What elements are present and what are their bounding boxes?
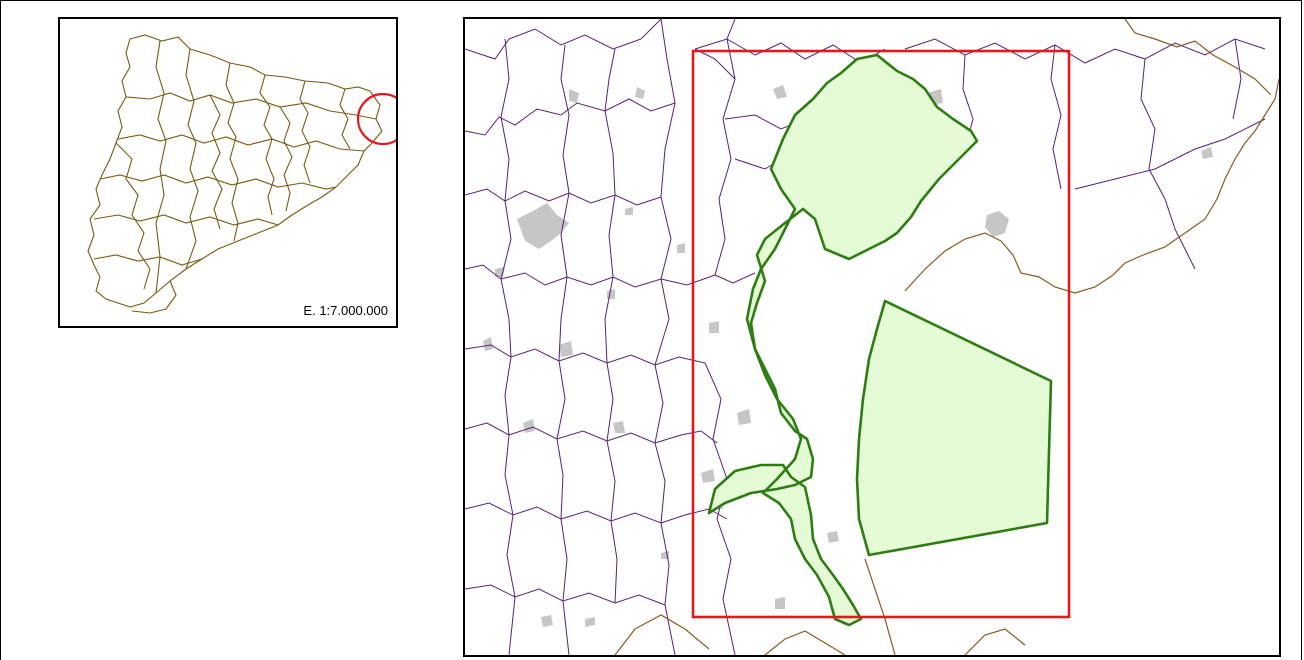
municipal-boundary [465, 19, 662, 60]
municipal-boundary [680, 430, 718, 444]
urban-area [701, 469, 715, 483]
urban-area [585, 617, 595, 627]
coastline-line [764, 630, 846, 655]
coastline-line [1124, 19, 1272, 96]
municipal-boundary [465, 188, 662, 206]
coastline-line [614, 614, 710, 655]
municipal-boundary [714, 272, 756, 284]
inset-locator-map: E. 1:7.000.000 [58, 17, 398, 328]
scale-label: E. 1:7.000.000 [303, 303, 388, 318]
inset-county-line [115, 142, 151, 290]
inset-county-borders [87, 34, 383, 314]
urban-area [709, 321, 719, 333]
inset-county-line [131, 280, 177, 314]
municipal-boundary [465, 264, 716, 288]
urban-area [517, 203, 569, 249]
urban-area [607, 289, 615, 299]
municipal-boundary [1074, 118, 1266, 190]
urban-area [541, 615, 553, 627]
inset-focus-circle [356, 92, 396, 146]
inset-county-line [117, 134, 365, 152]
main-detail-map [463, 17, 1281, 657]
municipal-boundary [654, 19, 676, 655]
municipal-boundary [714, 19, 736, 276]
municipal-boundary [1232, 38, 1242, 120]
municipal-boundary [465, 502, 686, 524]
inset-county-line [99, 174, 337, 190]
catalonia-outline [87, 34, 383, 308]
urban-area [827, 531, 839, 543]
inset-county-line [93, 254, 203, 266]
coastline-line [964, 628, 1026, 655]
municipal-boundary [684, 508, 728, 520]
coastline-line [864, 558, 896, 655]
urban-area [483, 337, 493, 351]
protected-area-marine [855, 299, 1053, 557]
urban-area [559, 341, 573, 357]
inset-county-line [259, 74, 275, 216]
municipal-boundary [465, 422, 682, 444]
inset-county-line [185, 48, 199, 270]
inset-county-line [339, 88, 351, 150]
main-map-svg [465, 19, 1279, 655]
inset-county-line [299, 80, 311, 184]
municipal-boundary [694, 48, 736, 80]
coastline-line [904, 78, 1279, 294]
protected-area [707, 53, 1053, 627]
inset-county-line [93, 214, 279, 226]
inset-county-line [209, 94, 223, 230]
urban-area [635, 87, 645, 99]
municipal-boundary [500, 38, 516, 655]
urban-area [737, 409, 751, 425]
urban-area [625, 207, 633, 215]
urban-area [1201, 147, 1213, 159]
municipal-boundary [465, 584, 666, 606]
urban-area [775, 597, 785, 609]
urban-area [985, 211, 1009, 237]
municipal-boundary [465, 344, 706, 366]
inset-county-line [155, 40, 167, 294]
inset-county-line [279, 106, 293, 212]
inset-county-line [125, 92, 377, 120]
urban-area [773, 85, 787, 99]
municipal-boundary [1140, 58, 1196, 270]
protected-area-land [707, 53, 979, 627]
municipal-boundary [465, 98, 676, 136]
study-extent-box [691, 49, 1071, 619]
urban-area [677, 243, 685, 253]
inset-map-svg [87, 34, 396, 314]
inset-county-line [225, 62, 239, 242]
municipal-boundary [1050, 44, 1062, 190]
urban-area [613, 421, 625, 433]
municipal-boundary [604, 48, 618, 604]
urban-area [569, 89, 579, 103]
urban-area [523, 419, 535, 433]
municipal-boundary [556, 44, 570, 655]
